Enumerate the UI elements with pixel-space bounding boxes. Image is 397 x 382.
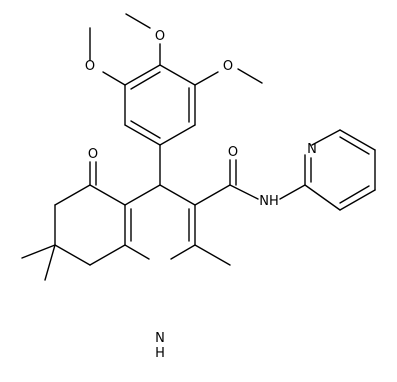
bond [21,244,56,259]
bond [44,244,56,281]
bond [89,184,126,206]
bond [339,129,376,151]
pyridine-nitrogen-label: N [307,142,317,157]
bond [339,189,376,211]
bond [130,71,161,90]
bond [159,184,196,206]
amide-group [194,159,306,206]
oxygen-methoxy-left-label: O [85,59,95,74]
oxygen-methoxy-right-label: O [223,59,233,74]
bond [170,244,196,260]
cyclohexenone-ring [54,184,126,266]
bond [54,244,91,266]
bond [124,184,161,206]
amide-nh-label: NH [259,194,279,209]
oxygen-methoxy-para-label: O [155,29,165,44]
bond [124,124,161,146]
bond [194,184,231,206]
bond [229,184,259,200]
bond [124,64,161,86]
bond [159,64,196,86]
bond [339,185,370,204]
bond [124,244,150,260]
bond [279,184,306,200]
bond [159,124,196,146]
trimethoxyphenyl-ring [124,64,196,146]
bond [102,71,126,86]
dihydropyridine-ring [124,184,196,260]
bond [339,136,370,155]
bond [54,184,91,206]
bond [130,120,161,139]
pyridine-ring [304,129,376,211]
methoxy-groups [89,13,263,86]
bond [194,71,219,86]
bond [194,244,231,266]
bond [311,129,341,146]
oxygen-amide-label: O [228,145,238,160]
oxygen-ketone-label: O [88,147,98,162]
bond [89,244,126,266]
bond [125,13,151,29]
ring-nh-hydrogen-label: H [155,346,165,361]
bond [237,68,263,84]
bond [304,184,341,211]
ring-nh-nitrogen-label: N [155,331,165,346]
